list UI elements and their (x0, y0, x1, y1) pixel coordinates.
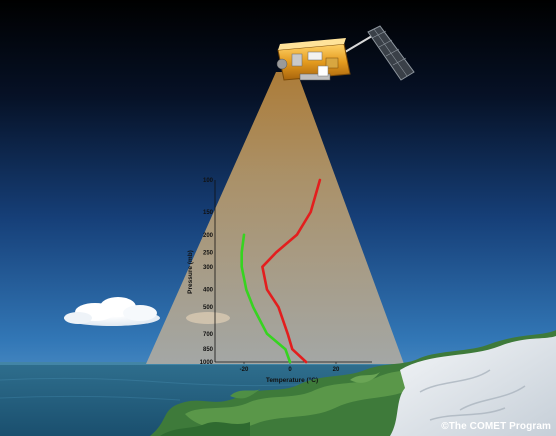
cloud (64, 297, 160, 326)
y-tick-label: 300 (203, 265, 214, 271)
x-tick-label: -20 (240, 367, 249, 373)
y-tick-label: 400 (203, 288, 214, 294)
satellite (276, 25, 415, 81)
y-tick-label: 250 (203, 250, 214, 256)
x-tick-label: 20 (333, 367, 340, 373)
y-ticks: 100 150 200 250 300 400 500 700 850 1000 (200, 178, 214, 366)
y-tick-label: 500 (203, 305, 214, 311)
temperature-profile-line (261, 178, 322, 364)
copyright-credit: ©The COMET Program (441, 421, 551, 432)
series-lines (240, 178, 322, 364)
coastline (150, 330, 556, 436)
x-axis-label: Temperature (°C) (266, 376, 318, 384)
sounding-chart: 100 150 200 250 300 400 500 700 850 1000 -20 0 20 P… (187, 178, 372, 384)
y-tick-label: 200 (203, 233, 214, 239)
y-tick-label: 700 (203, 332, 214, 338)
y-axis-label: Pressure (mb) (187, 250, 194, 294)
y-tick-label: 1000 (200, 360, 214, 366)
y-tick-label: 850 (203, 347, 214, 353)
solar-panel (367, 25, 415, 81)
y-tick-label: 150 (203, 210, 214, 216)
sensing-cone (146, 72, 404, 364)
y-tick-label: 100 (203, 178, 214, 184)
x-tick-label: 0 (288, 367, 292, 373)
dewpoint-profile-line (240, 233, 292, 364)
